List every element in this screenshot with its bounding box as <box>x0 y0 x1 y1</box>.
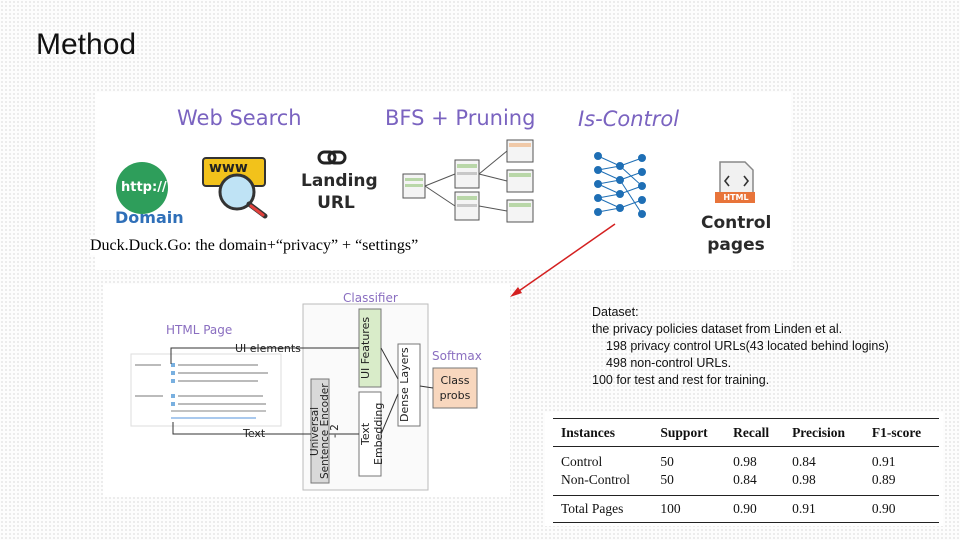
red-arrow-head-icon <box>510 287 522 297</box>
ui-elements-label: UI elements <box>235 342 301 355</box>
search-query-caption: Duck.Duck.Go: the domain+“privacy” + “se… <box>90 237 419 255</box>
table-cell: 0.84 <box>792 454 816 469</box>
encoder-label: Universal Sentence Encoder - 2 <box>309 383 341 479</box>
table-header-row: Instances Support Recall Precision F1-sc… <box>553 418 939 447</box>
results-table: Instances Support Recall Precision F1-sc… <box>553 418 939 523</box>
http-badge-icon <box>116 162 168 214</box>
dataset-description: Dataset: the privacy policies dataset fr… <box>592 304 889 389</box>
table-cell: 0.90 <box>725 495 785 523</box>
col-header: F1-score <box>863 418 939 447</box>
stage-bfs-pruning: BFS + Pruning <box>385 106 536 130</box>
dense-layers-label: Dense Layers <box>398 347 411 423</box>
bfs-page-tree-icon <box>402 139 534 223</box>
classifier-graphics <box>130 303 478 491</box>
col-header: Support <box>652 418 726 447</box>
www-magnifier-icon <box>202 157 268 219</box>
table-cell: 0.89 <box>871 472 896 487</box>
classifier-title: Classifier <box>343 291 398 305</box>
html-file-label: HTML <box>723 193 749 202</box>
encoder-block <box>310 378 330 484</box>
table-cell: 0.90 <box>863 495 939 523</box>
stage-is-control: Is-Control <box>578 107 680 131</box>
control-pages-label: Control pages <box>701 213 772 255</box>
table-cell: 0.91 <box>871 454 896 469</box>
dataset-line-noncontrol: 498 non-control URLs. <box>606 356 732 370</box>
table-total-row: Total Pages 100 0.90 0.91 0.90 <box>553 495 939 523</box>
classifier-connectors <box>170 347 434 435</box>
dataset-line-split: 100 for test and rest for training. <box>592 373 770 387</box>
class-probs-label: Class probs <box>439 374 471 402</box>
html-page-thumbnail <box>130 353 282 427</box>
table-cell: Control <box>561 454 603 469</box>
dataset-line-control: 198 privacy control URLs(43 located behi… <box>606 339 889 353</box>
stage-web-search: Web Search <box>177 106 302 130</box>
slide-title: Method <box>36 28 137 61</box>
col-header: Precision <box>784 418 864 447</box>
table-cell: 0.84 <box>733 472 757 487</box>
table-cell: 50 <box>660 472 674 487</box>
text-label: Text <box>243 427 266 440</box>
table-cell: 0.91 <box>784 495 864 523</box>
results-table-panel: Instances Support Recall Precision F1-sc… <box>545 412 943 526</box>
dataset-line-source: the privacy policies dataset from Linden… <box>592 322 843 336</box>
text-embedding-label: Text Embedding <box>359 402 385 466</box>
table-cell: 0.98 <box>733 454 757 469</box>
col-header: Recall <box>725 418 785 447</box>
table-row: Control 50 0.98 0.84 0.91 <box>553 447 939 472</box>
domain-label: Domain <box>115 208 184 227</box>
neural-network-icon <box>594 152 646 218</box>
softmax-label: Softmax <box>432 349 482 363</box>
landing-url-label: Landing URL <box>301 171 378 213</box>
pipeline-graphics <box>116 139 755 223</box>
html-file-icon <box>715 161 755 203</box>
classifier-figure: Classifier HTML Page UI elements Text So… <box>103 284 510 497</box>
http-badge-label: http:// <box>121 180 167 195</box>
dataset-heading: Dataset: <box>592 305 639 319</box>
col-header: Instances <box>553 418 653 447</box>
table-cell: Non-Control <box>561 472 630 487</box>
link-icon <box>317 150 347 165</box>
www-label: www <box>209 160 248 176</box>
table-cell: 100 <box>652 495 726 523</box>
dense-layers-block <box>397 343 421 427</box>
ui-features-label: UI Features <box>359 316 372 380</box>
table-cell: Total Pages <box>553 495 653 523</box>
table-row: Non-Control 50 0.84 0.98 0.89 <box>553 471 939 496</box>
table-cell: 0.98 <box>792 472 816 487</box>
table-cell: 50 <box>660 454 674 469</box>
html-page-label: HTML Page <box>166 323 233 337</box>
